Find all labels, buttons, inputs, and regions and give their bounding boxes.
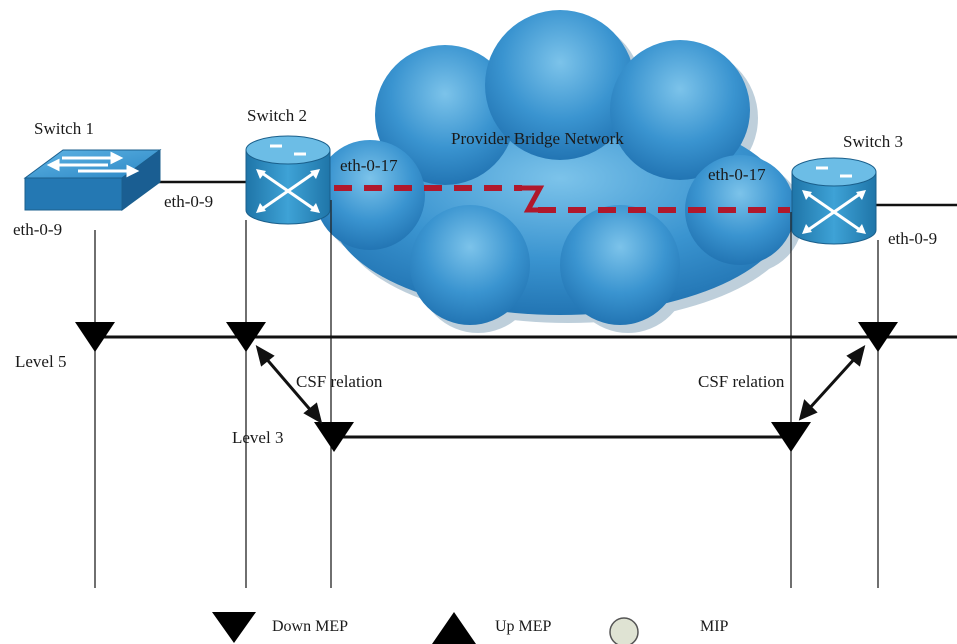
provider-cloud: Provider Bridge Network xyxy=(315,10,803,333)
legend-up-mep-icon xyxy=(432,612,476,644)
legend: Down MEP Up MEP MIP xyxy=(212,612,729,644)
csf-relation-right-label: CSF relation xyxy=(698,372,785,391)
level5-down-mep-switch2 xyxy=(226,322,266,352)
legend-mip-label: MIP xyxy=(700,618,729,635)
switch3-port-left-label: eth-0-17 xyxy=(708,165,766,184)
legend-down-mep-label: Down MEP xyxy=(272,618,348,635)
level3-down-mep-switch2 xyxy=(314,422,354,452)
csf-relation-left-label: CSF relation xyxy=(296,372,383,391)
legend-down-mep-icon xyxy=(212,612,256,643)
switch3-icon xyxy=(791,157,877,245)
switch2-icon xyxy=(245,135,331,225)
legend-up-mep-label: Up MEP xyxy=(495,618,552,635)
level5-down-mep-switch1 xyxy=(75,322,115,352)
switch3-port-right-label: eth-0-9 xyxy=(888,229,937,248)
level3-down-mep-switch3 xyxy=(771,422,811,452)
csf-arrow-right xyxy=(798,344,866,421)
switch1-icon xyxy=(23,149,162,211)
legend-mip-icon xyxy=(609,617,639,644)
switch2-label: Switch 2 xyxy=(247,106,307,125)
switch1-label: Switch 1 xyxy=(34,119,94,138)
level5-down-mep-switch3 xyxy=(858,322,898,352)
switch1-port-label: eth-0-9 xyxy=(13,220,62,239)
provider-tunnel-link xyxy=(334,185,790,213)
switch2-port-left-label: eth-0-9 xyxy=(164,192,213,211)
level5-label: Level 5 xyxy=(15,352,66,371)
switch3-label: Switch 3 xyxy=(843,132,903,151)
cloud-label: Provider Bridge Network xyxy=(451,129,624,148)
vertical-lines xyxy=(94,200,879,588)
csf-arrow-left xyxy=(255,344,323,425)
switch2-port-right-label: eth-0-17 xyxy=(340,156,398,175)
tunnel-break-icon xyxy=(522,185,545,213)
level3-label: Level 3 xyxy=(232,428,283,447)
